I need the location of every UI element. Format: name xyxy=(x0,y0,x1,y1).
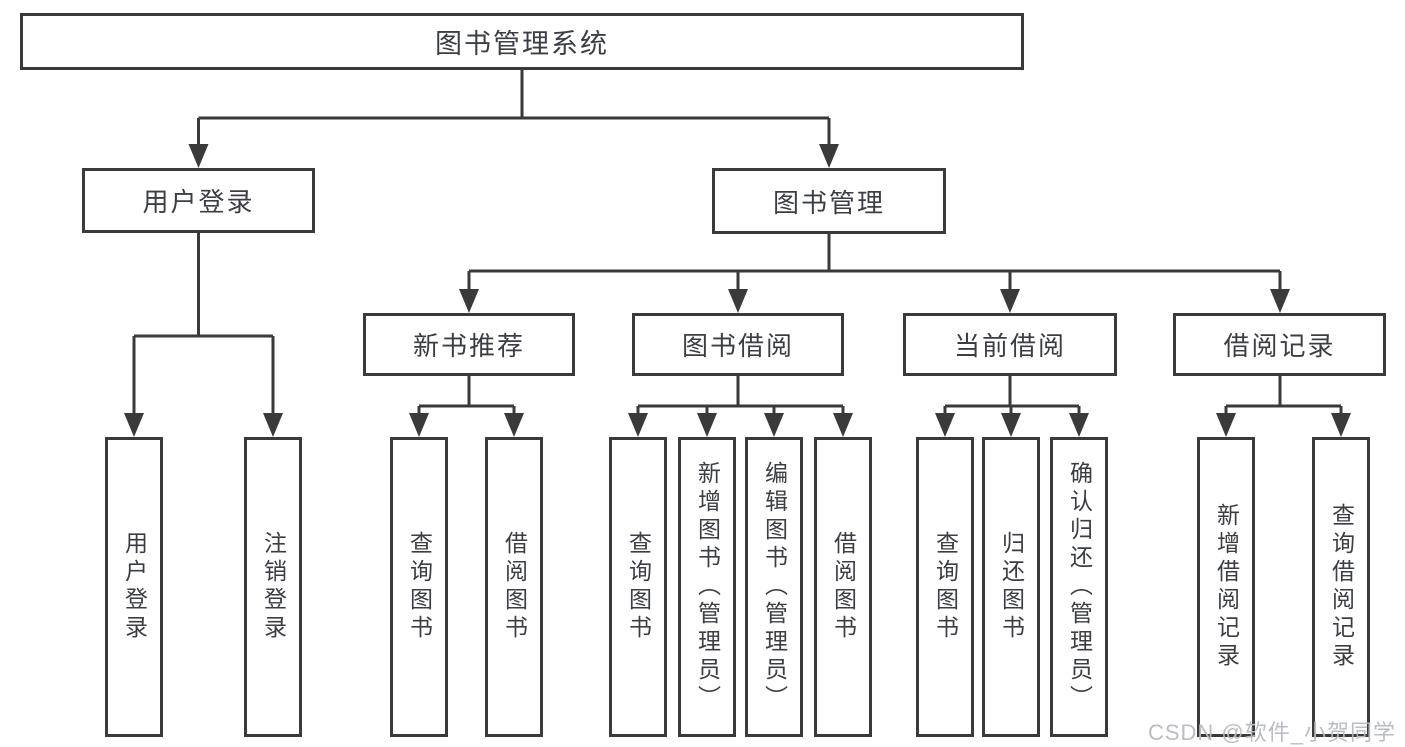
node-label: 查询借阅记录 xyxy=(1328,503,1355,671)
leaf-borrow-books-borrowing: 借阅图书 xyxy=(814,437,872,737)
node-label: 查询图书 xyxy=(932,531,959,643)
node-label: 注销登录 xyxy=(260,531,287,643)
node-label: 新增借阅记录 xyxy=(1213,503,1240,671)
leaf-query-borrow-record: 查询借阅记录 xyxy=(1312,437,1370,737)
node-current-borrowing: 当前借阅 xyxy=(903,313,1117,376)
node-label: 查询图书 xyxy=(406,531,433,643)
leaf-edit-book-admin: 编辑图书（管理员） xyxy=(745,437,803,737)
node-label: 归还图书 xyxy=(998,531,1025,643)
leaf-return-books: 归还图书 xyxy=(982,437,1040,737)
node-label: 当前借阅 xyxy=(953,331,1066,361)
leaf-query-books-current: 查询图书 xyxy=(916,437,974,737)
leaf-add-borrow-record: 新增借阅记录 xyxy=(1197,437,1255,737)
node-label: 图书管理 xyxy=(772,187,885,218)
node-label: 图书管理系统 xyxy=(435,29,609,59)
node-label: 图书借阅 xyxy=(681,331,794,361)
node-label: 借阅图书 xyxy=(501,531,528,643)
leaf-query-books-borrowing: 查询图书 xyxy=(609,437,667,737)
leaf-add-book-admin: 新增图书（管理员） xyxy=(678,437,736,737)
node-new-book-recommend: 新书推荐 xyxy=(363,313,575,376)
node-book-borrowing: 图书借阅 xyxy=(632,313,844,376)
node-label: 用户登录 xyxy=(142,187,255,217)
node-label: 新增图书（管理员） xyxy=(694,461,721,713)
node-label: 借阅图书 xyxy=(830,531,857,643)
leaf-borrow-books-recommend: 借阅图书 xyxy=(485,437,543,737)
node-label: 编辑图书（管理员） xyxy=(761,461,788,713)
leaf-user-login: 用户登录 xyxy=(105,437,163,737)
node-label: 查询图书 xyxy=(625,531,652,643)
leaf-logout-login: 注销登录 xyxy=(244,437,302,737)
node-label: 确认归还（管理员） xyxy=(1066,461,1093,713)
leaf-query-books-recommend: 查询图书 xyxy=(390,437,448,737)
node-label: 用户登录 xyxy=(121,531,148,643)
node-borrowing-records: 借阅记录 xyxy=(1173,313,1386,376)
node-user-login: 用户登录 xyxy=(82,168,315,233)
node-library-management-system: 图书管理系统 xyxy=(20,13,1024,70)
leaf-confirm-return-admin: 确认归还（管理员） xyxy=(1050,437,1108,737)
node-book-management: 图书管理 xyxy=(712,168,946,234)
csdn-watermark: CSDN @软件_小贺同学 xyxy=(1147,720,1396,745)
node-label: 借阅记录 xyxy=(1223,331,1336,361)
node-label: 新书推荐 xyxy=(412,331,525,361)
